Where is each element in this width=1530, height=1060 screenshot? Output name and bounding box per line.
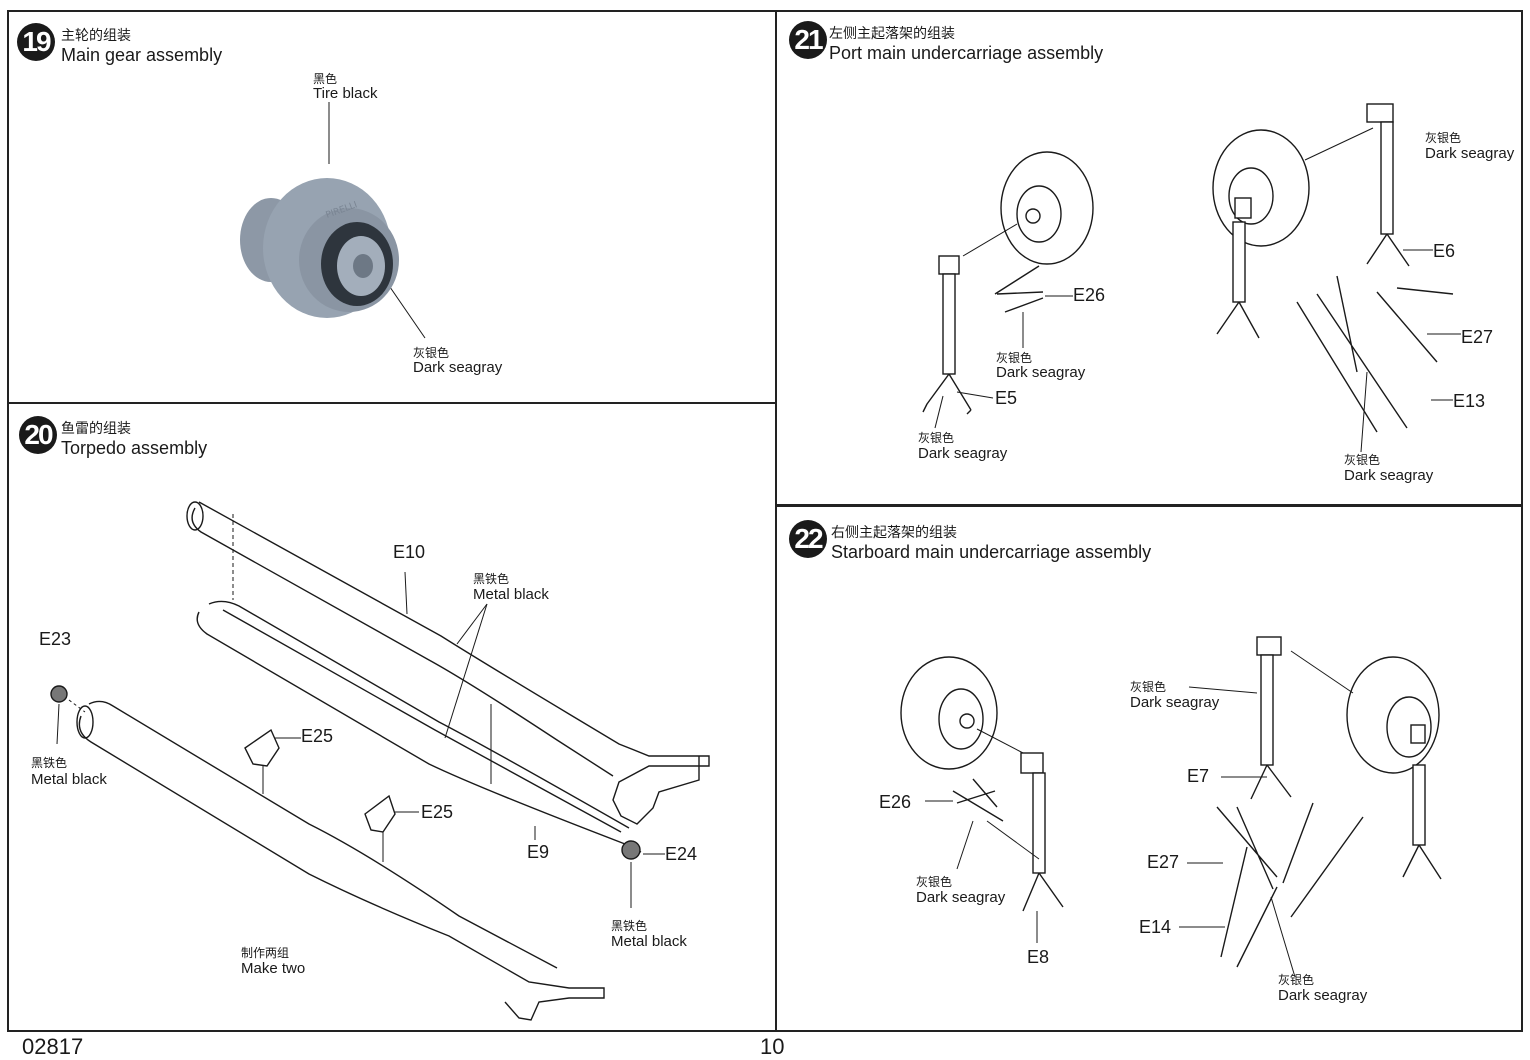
part-e27: E27 xyxy=(1461,327,1494,347)
part-e8: E8 xyxy=(1027,947,1050,967)
step-title-cn: 鱼雷的组装 xyxy=(61,421,131,437)
torpedo-drawing xyxy=(50,501,710,1021)
tire-color-en: Tire black xyxy=(313,85,378,102)
step-19-panel: PIRELLI 19 主轮的组装 Main gear assembly 黑色 T… xyxy=(7,10,777,404)
page-number: 10 xyxy=(760,1034,785,1059)
dark-seagray-cn: 灰银色 xyxy=(1425,131,1462,145)
part-e26: E26 xyxy=(1073,285,1106,305)
part-e24: E24 xyxy=(665,844,698,864)
step-title-en: Torpedo assembly xyxy=(61,438,208,458)
kit-number: 02817 xyxy=(22,1034,84,1059)
metal-black-en: Metal black xyxy=(611,933,687,950)
step-title-en: Starboard main undercarriage assembly xyxy=(831,542,1152,562)
dark-seagray-en: Dark seagray xyxy=(1278,987,1368,1004)
step-number-22: 22 xyxy=(789,520,827,558)
step-title-cn: 主轮的组装 xyxy=(61,28,131,44)
part-e10: E10 xyxy=(393,542,426,562)
dark-seagray-en: Dark seagray xyxy=(916,889,1006,906)
metal-black-en: Metal black xyxy=(473,586,549,603)
dark-seagray-cn: 灰银色 xyxy=(996,351,1033,365)
dark-seagray-cn: 灰银色 xyxy=(1344,453,1381,467)
step-number-21: 21 xyxy=(789,21,827,59)
part-e25-b: E25 xyxy=(421,802,454,822)
step-title-cn: 右侧主起落架的组装 xyxy=(831,525,957,541)
part-e9: E9 xyxy=(527,842,550,862)
dark-seagray-en: Dark seagray xyxy=(1425,145,1515,162)
metal-black-cn: 黑铁色 xyxy=(611,919,648,933)
part-e7: E7 xyxy=(1187,766,1210,786)
step-title-en: Port main undercarriage assembly xyxy=(829,43,1104,63)
main-wheel-render: PIRELLI xyxy=(240,102,426,339)
part-e13: E13 xyxy=(1453,391,1486,411)
dark-seagray-en: Dark seagray xyxy=(1130,694,1220,711)
dark-seagray-en: Dark seagray xyxy=(1344,467,1434,484)
dark-seagray-cn: 灰银色 xyxy=(1278,973,1315,987)
hub-color-en: Dark seagray xyxy=(413,359,503,376)
step-20-panel: 20 鱼雷的组装 Torpedo assembly E10 黑铁色 Metal … xyxy=(7,402,778,1032)
dark-seagray-cn: 灰银色 xyxy=(918,431,955,445)
part-e5: E5 xyxy=(995,388,1018,408)
metal-black-cn: 黑铁色 xyxy=(31,756,68,770)
make-two-cn: 制作两组 xyxy=(241,946,290,960)
step-number-20: 20 xyxy=(19,416,57,454)
step-title-en: Main gear assembly xyxy=(61,45,223,65)
dark-seagray-cn: 灰银色 xyxy=(1130,680,1167,694)
part-e27: E27 xyxy=(1147,852,1180,872)
hub-color-cn: 灰银色 xyxy=(413,346,450,360)
step-title-cn: 左侧主起落架的组装 xyxy=(829,26,955,42)
port-undercarriage-drawing xyxy=(922,103,1461,453)
dark-seagray-en: Dark seagray xyxy=(918,445,1008,462)
part-e14: E14 xyxy=(1139,917,1172,937)
make-two-en: Make two xyxy=(241,960,306,977)
step-number-19: 19 xyxy=(17,23,55,61)
part-e23: E23 xyxy=(39,629,72,649)
starboard-undercarriage-drawing xyxy=(900,636,1442,978)
dark-seagray-en: Dark seagray xyxy=(996,364,1086,381)
dark-seagray-cn: 灰银色 xyxy=(916,875,953,889)
part-e6: E6 xyxy=(1433,241,1456,261)
part-e26: E26 xyxy=(879,792,912,812)
step-21-panel: 21 左侧主起落架的组装 Port main undercarriage ass… xyxy=(775,10,1523,506)
metal-black-en: Metal black xyxy=(31,771,107,788)
part-e25-a: E25 xyxy=(301,726,334,746)
tire-color-cn: 黑色 xyxy=(313,72,338,86)
metal-black-cn: 黑铁色 xyxy=(473,572,510,586)
step-22-panel: 22 右侧主起落架的组装 Starboard main undercarriag… xyxy=(775,505,1523,1032)
